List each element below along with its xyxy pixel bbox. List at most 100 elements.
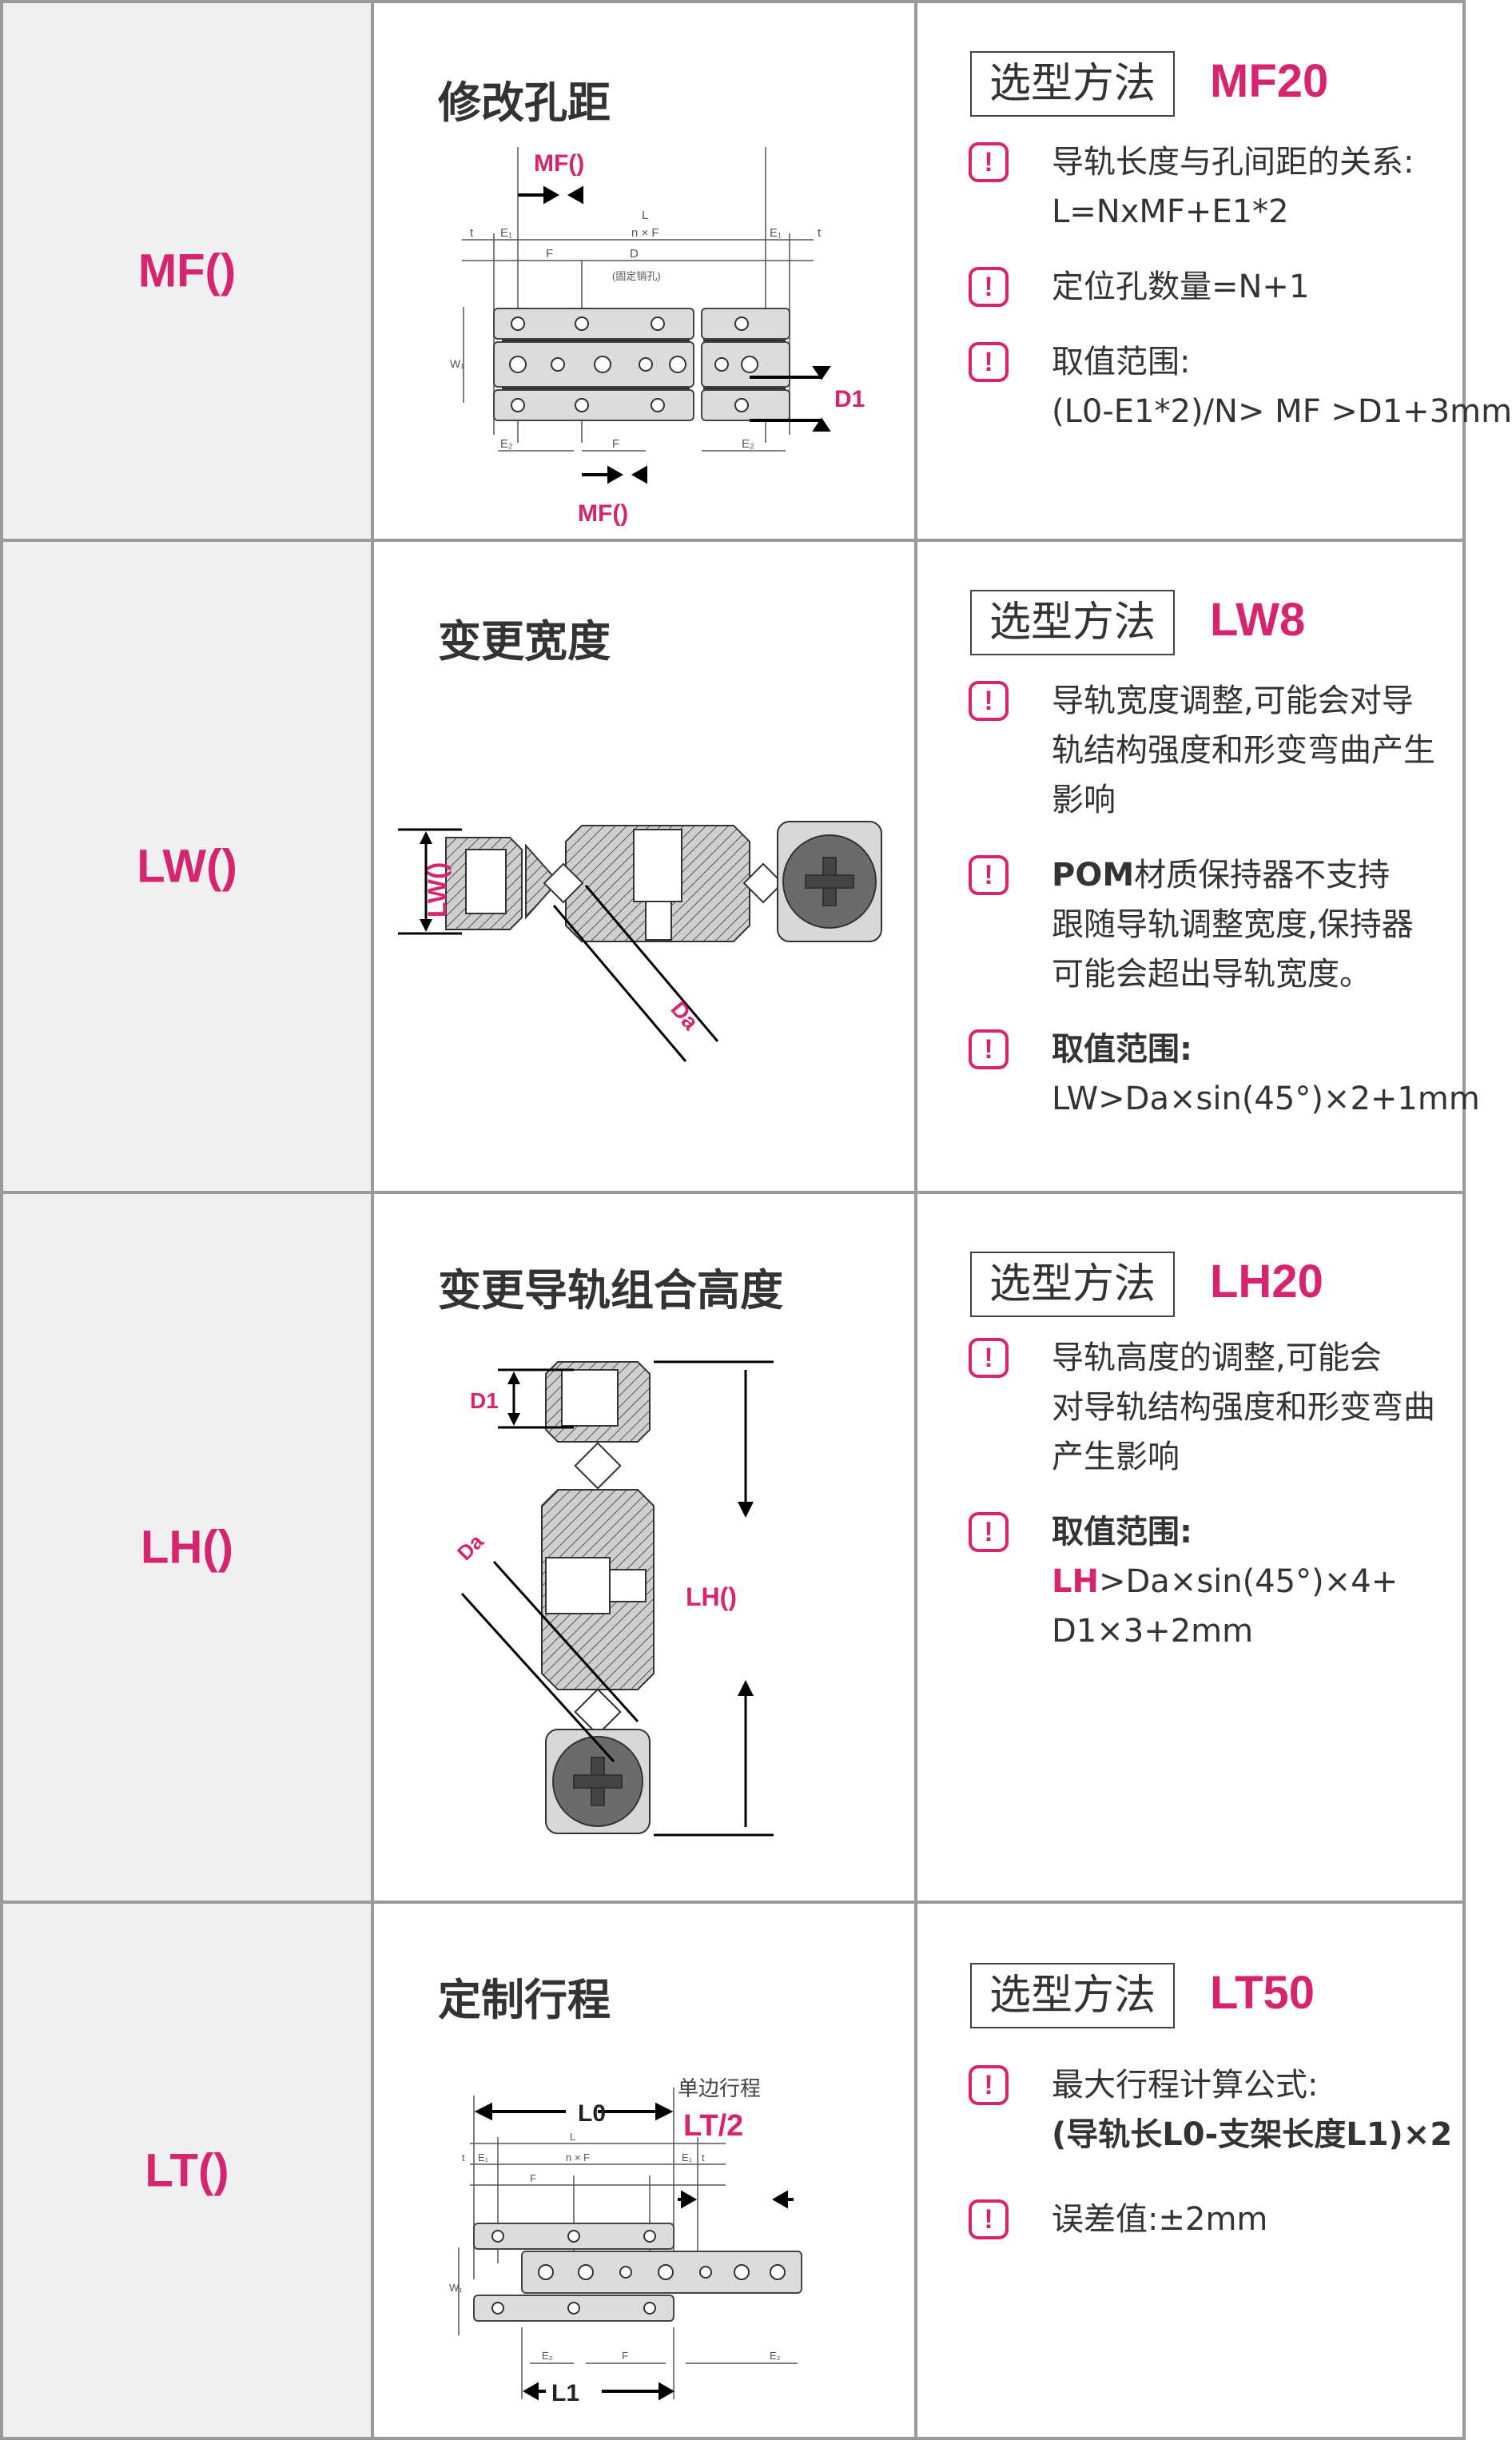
- diagram-title: 变更导轨组合高度: [438, 1265, 783, 1316]
- note-item: ! 取值范围: (L0-E1*2)/N> MF >D1+3mm: [969, 337, 1512, 436]
- table-row-lw: LW() 变更宽度: [0, 539, 1480, 1191]
- exclamation-icon: !: [969, 142, 1009, 182]
- single-stroke-label: 单边行程: [678, 2076, 761, 2100]
- f-label-bottom: F: [622, 2350, 628, 2362]
- exclamation-icon: !: [969, 342, 1009, 382]
- height-diagram: D1 Da LH(): [452, 1360, 774, 1837]
- w1-label: W₁: [450, 357, 464, 370]
- param-cell: LT(): [0, 1904, 374, 2437]
- method-cell: 选型方法 LH20 ! 导轨高度的调整,可能会 对导轨结构强度和形变弯曲 产生影…: [917, 1194, 1466, 1901]
- diagram-title: 修改孔距: [438, 78, 611, 128]
- lw-label: LW(): [423, 862, 452, 917]
- e1-label-right: E₁: [770, 226, 782, 240]
- diagram-title: 定制行程: [438, 1975, 611, 2025]
- note-item: ! 误差值:±2mm: [969, 2195, 1459, 2244]
- note-item: ! 最大行程计算公式: (导轨长L0-支架长度L1)×2: [969, 2060, 1459, 2159]
- d1-label: D1: [470, 1388, 499, 1413]
- param-cell: LW(): [0, 542, 374, 1191]
- method-label: 选型方法: [970, 1963, 1175, 2028]
- t-label-right: t: [702, 2151, 705, 2163]
- hole-pitch-diagram: L t t E₁ E₁ n × F F D (固定销孔) W₁ E₂ F E₂: [450, 147, 865, 527]
- formula-text: (导轨长L0-支架长度L1)×2: [1052, 2116, 1453, 2153]
- method-label: 选型方法: [970, 590, 1175, 655]
- f-label-bottom: F: [612, 437, 619, 451]
- exclamation-icon: !: [969, 2065, 1009, 2105]
- note-text: POM材质保持器不支持: [1052, 850, 1459, 900]
- l-label: L: [570, 2131, 575, 2143]
- lh-highlight: LH: [1052, 1563, 1099, 1600]
- param-cell: LH(): [0, 1194, 374, 1901]
- note-text: 定位孔数量=N+1: [1052, 269, 1310, 305]
- exclamation-icon: !: [969, 681, 1009, 721]
- pin-hole-label: (固定销孔): [612, 270, 661, 282]
- note-text: 导轨高度的调整,可能会: [1052, 1339, 1382, 1376]
- diagram-title: 变更宽度: [438, 616, 611, 667]
- t-label-right: t: [818, 226, 822, 240]
- note-text: 跟随导轨调整宽度,保持器: [1052, 906, 1414, 943]
- note-text: 导轨长度与孔间距的关系:: [1052, 144, 1415, 181]
- table-row-lt: LT() 定制行程: [0, 1901, 1466, 2440]
- notes-list: ! 最大行程计算公式: (导轨长L0-支架长度L1)×2 ! 误差值:±2mm: [969, 2060, 1459, 2270]
- da-label: Da: [666, 997, 703, 1035]
- notes-list: ! 导轨长度与孔间距的关系: L=NxMF+E1*2 ! 定位孔数量=N+1 !…: [969, 137, 1512, 462]
- width-diagram: LW() Da: [398, 821, 882, 1062]
- method-label: 选型方法: [970, 1252, 1175, 1317]
- method-code: LT50: [1210, 1967, 1315, 2019]
- note-item: ! 导轨长度与孔间距的关系: L=NxMF+E1*2: [969, 137, 1459, 237]
- w1-label: W₁: [449, 2282, 463, 2294]
- note-text: 产生影响: [1052, 1439, 1180, 1475]
- method-code: LH20: [1210, 1256, 1323, 1308]
- exclamation-icon: !: [969, 855, 1009, 895]
- method-cell: 选型方法 LT50 ! 最大行程计算公式: (导轨长L0-支架长度L1)×2 !…: [917, 1904, 1466, 2437]
- note-text: 影响: [1052, 782, 1116, 818]
- e2-label: E₂: [542, 2350, 553, 2362]
- param-cell: MF(): [0, 3, 374, 539]
- e1-label: E₁: [478, 2151, 489, 2163]
- table-row-lh: LH() 变更导轨组合高度: [0, 1191, 1466, 1901]
- l-label: L: [642, 209, 648, 222]
- method-label: 选型方法: [970, 51, 1175, 117]
- note-item: ! 导轨高度的调整,可能会 对导轨结构强度和形变弯曲 产生影响: [969, 1333, 1459, 1482]
- exclamation-icon: !: [969, 1338, 1009, 1378]
- method-code: MF20: [1210, 55, 1329, 107]
- note-text: 材质保持器不支持: [1134, 857, 1391, 894]
- e2-label-right: E₂: [742, 437, 754, 451]
- note-text: >Da×sin(45°)×4+: [1098, 1563, 1399, 1600]
- f-label: F: [546, 247, 553, 261]
- note-text: D1×3+2mm: [1052, 1613, 1254, 1650]
- method-cell: 选型方法 MF20 ! 导轨长度与孔间距的关系: L=NxMF+E1*2 ! 定…: [917, 3, 1512, 539]
- method-cell: 选型方法 LW8 ! 导轨宽度调整,可能会对导 轨结构强度和形变弯曲产生 影响 …: [917, 542, 1480, 1191]
- diagram-cell: 变更宽度: [374, 542, 917, 1191]
- nxf-label: n × F: [631, 226, 659, 240]
- exclamation-icon: !: [969, 2199, 1009, 2239]
- diagram-cell: 变更导轨组合高度: [374, 1194, 917, 1901]
- mf-top-label: MF(): [534, 150, 584, 177]
- note-text: 导轨宽度调整,可能会对导: [1052, 683, 1414, 719]
- note-text: (L0-E1*2)/N> MF >D1+3mm: [1052, 393, 1512, 430]
- method-code: LW8: [1210, 594, 1306, 646]
- note-text: 可能会超出导轨宽度。: [1052, 956, 1371, 993]
- exclamation-icon: !: [969, 1512, 1009, 1552]
- l0-label: L0: [578, 2100, 606, 2127]
- e1-label-right: E₁: [682, 2151, 693, 2163]
- e2-label-right: E₂: [770, 2350, 781, 2362]
- param-label: LT(): [145, 2144, 229, 2196]
- note-text: 对导轨结构强度和形变弯曲: [1052, 1389, 1435, 1426]
- d-label: D: [630, 247, 639, 261]
- param-label: MF(): [137, 245, 237, 297]
- param-label: LH(): [141, 1521, 233, 1574]
- t-label: t: [462, 2151, 465, 2163]
- note-text: LW>Da×sin(45°)×2+1mm: [1052, 1081, 1480, 1117]
- diagram-cell: 定制行程: [374, 1904, 917, 2437]
- diagram-cell: 修改孔距: [374, 3, 917, 539]
- note-item: ! 导轨宽度调整,可能会对导 轨结构强度和形变弯曲产生 影响: [969, 676, 1459, 825]
- e1-label: E₁: [500, 226, 512, 240]
- note-item: ! 取值范围: LW>Da×sin(45°)×2+1mm: [969, 1025, 1480, 1124]
- note-item: ! 取值范围: LH>Da×sin(45°)×4+ D1×3+2mm: [969, 1507, 1459, 1656]
- nxf-label: n × F: [566, 2151, 590, 2163]
- range-title: 取值范围:: [1052, 1514, 1192, 1550]
- note-text: 误差值:±2mm: [1052, 2201, 1268, 2238]
- note-item: ! 定位孔数量=N+1: [969, 262, 1459, 312]
- note-text: L=NxMF+E1*2: [1052, 193, 1289, 230]
